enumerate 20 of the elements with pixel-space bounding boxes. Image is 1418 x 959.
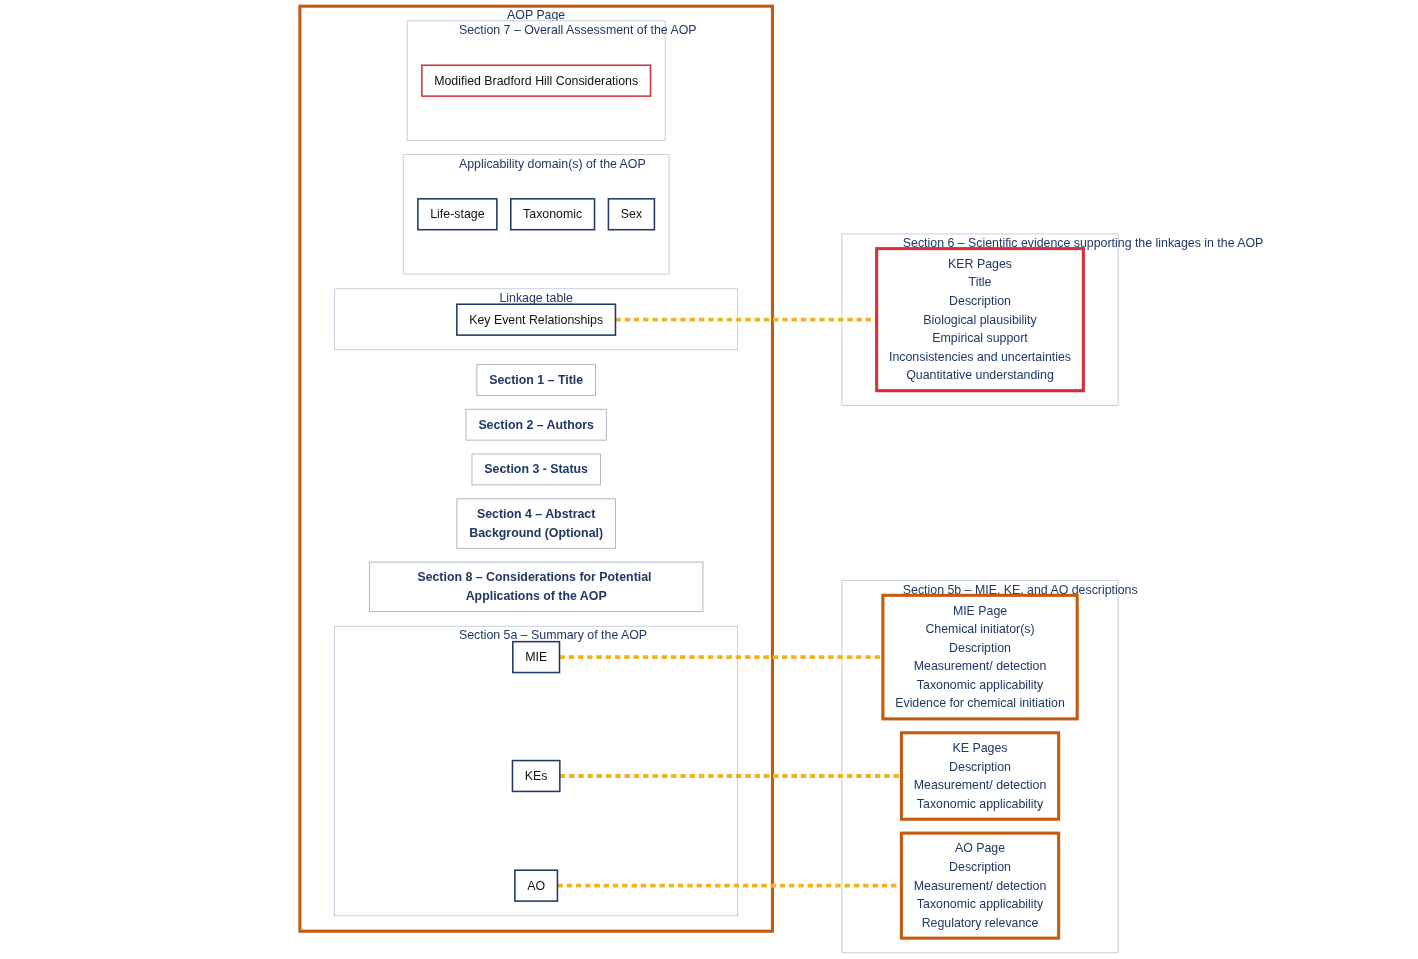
node-box: MIE Page Chemical initiator(s) Description Measurement/ detection Taxonomic applicability Evidence for chemical initiation xyxy=(881,593,1079,721)
node-label: Section 7 – Overall Assessment of the AOP xyxy=(458,23,697,37)
node-box: Life-stage xyxy=(417,198,498,231)
node-box: Modified Bradford Hill Considerations xyxy=(421,64,652,97)
node-box: KE Pages Description Measurement/ detection Taxonomic applicability xyxy=(899,731,1061,821)
node-box: KEs xyxy=(511,759,561,793)
node-box: AO xyxy=(514,869,559,902)
node-box: Taxonomic xyxy=(510,198,596,231)
cluster xyxy=(406,20,666,141)
node-box: Section 1 – Title xyxy=(476,364,596,396)
node-box: Section 3 - Status xyxy=(471,453,601,486)
node-box: MIE xyxy=(512,640,561,674)
node-box: Section 8 – Considerations for Potential Applications of the AOP xyxy=(369,561,704,612)
node-box: AO Page Description Measurement/ detection Taxonomic applicability Regulatory relevance xyxy=(899,831,1061,940)
node-box: KER Pages Title Description Biological plausibility Empirical support Inconsistencies and uncertainties Quantitative understanding xyxy=(875,247,1085,393)
node-box: Sex xyxy=(607,198,656,231)
node-box: Key Event Relationships xyxy=(456,303,617,336)
node-box: Section 2 – Authors xyxy=(465,408,607,441)
node-box: Section 4 – Abstract Background (Optional) xyxy=(456,498,616,549)
node-label: Section 6 – Scientific evidence supporting the linkages in the AOP xyxy=(902,236,1264,250)
